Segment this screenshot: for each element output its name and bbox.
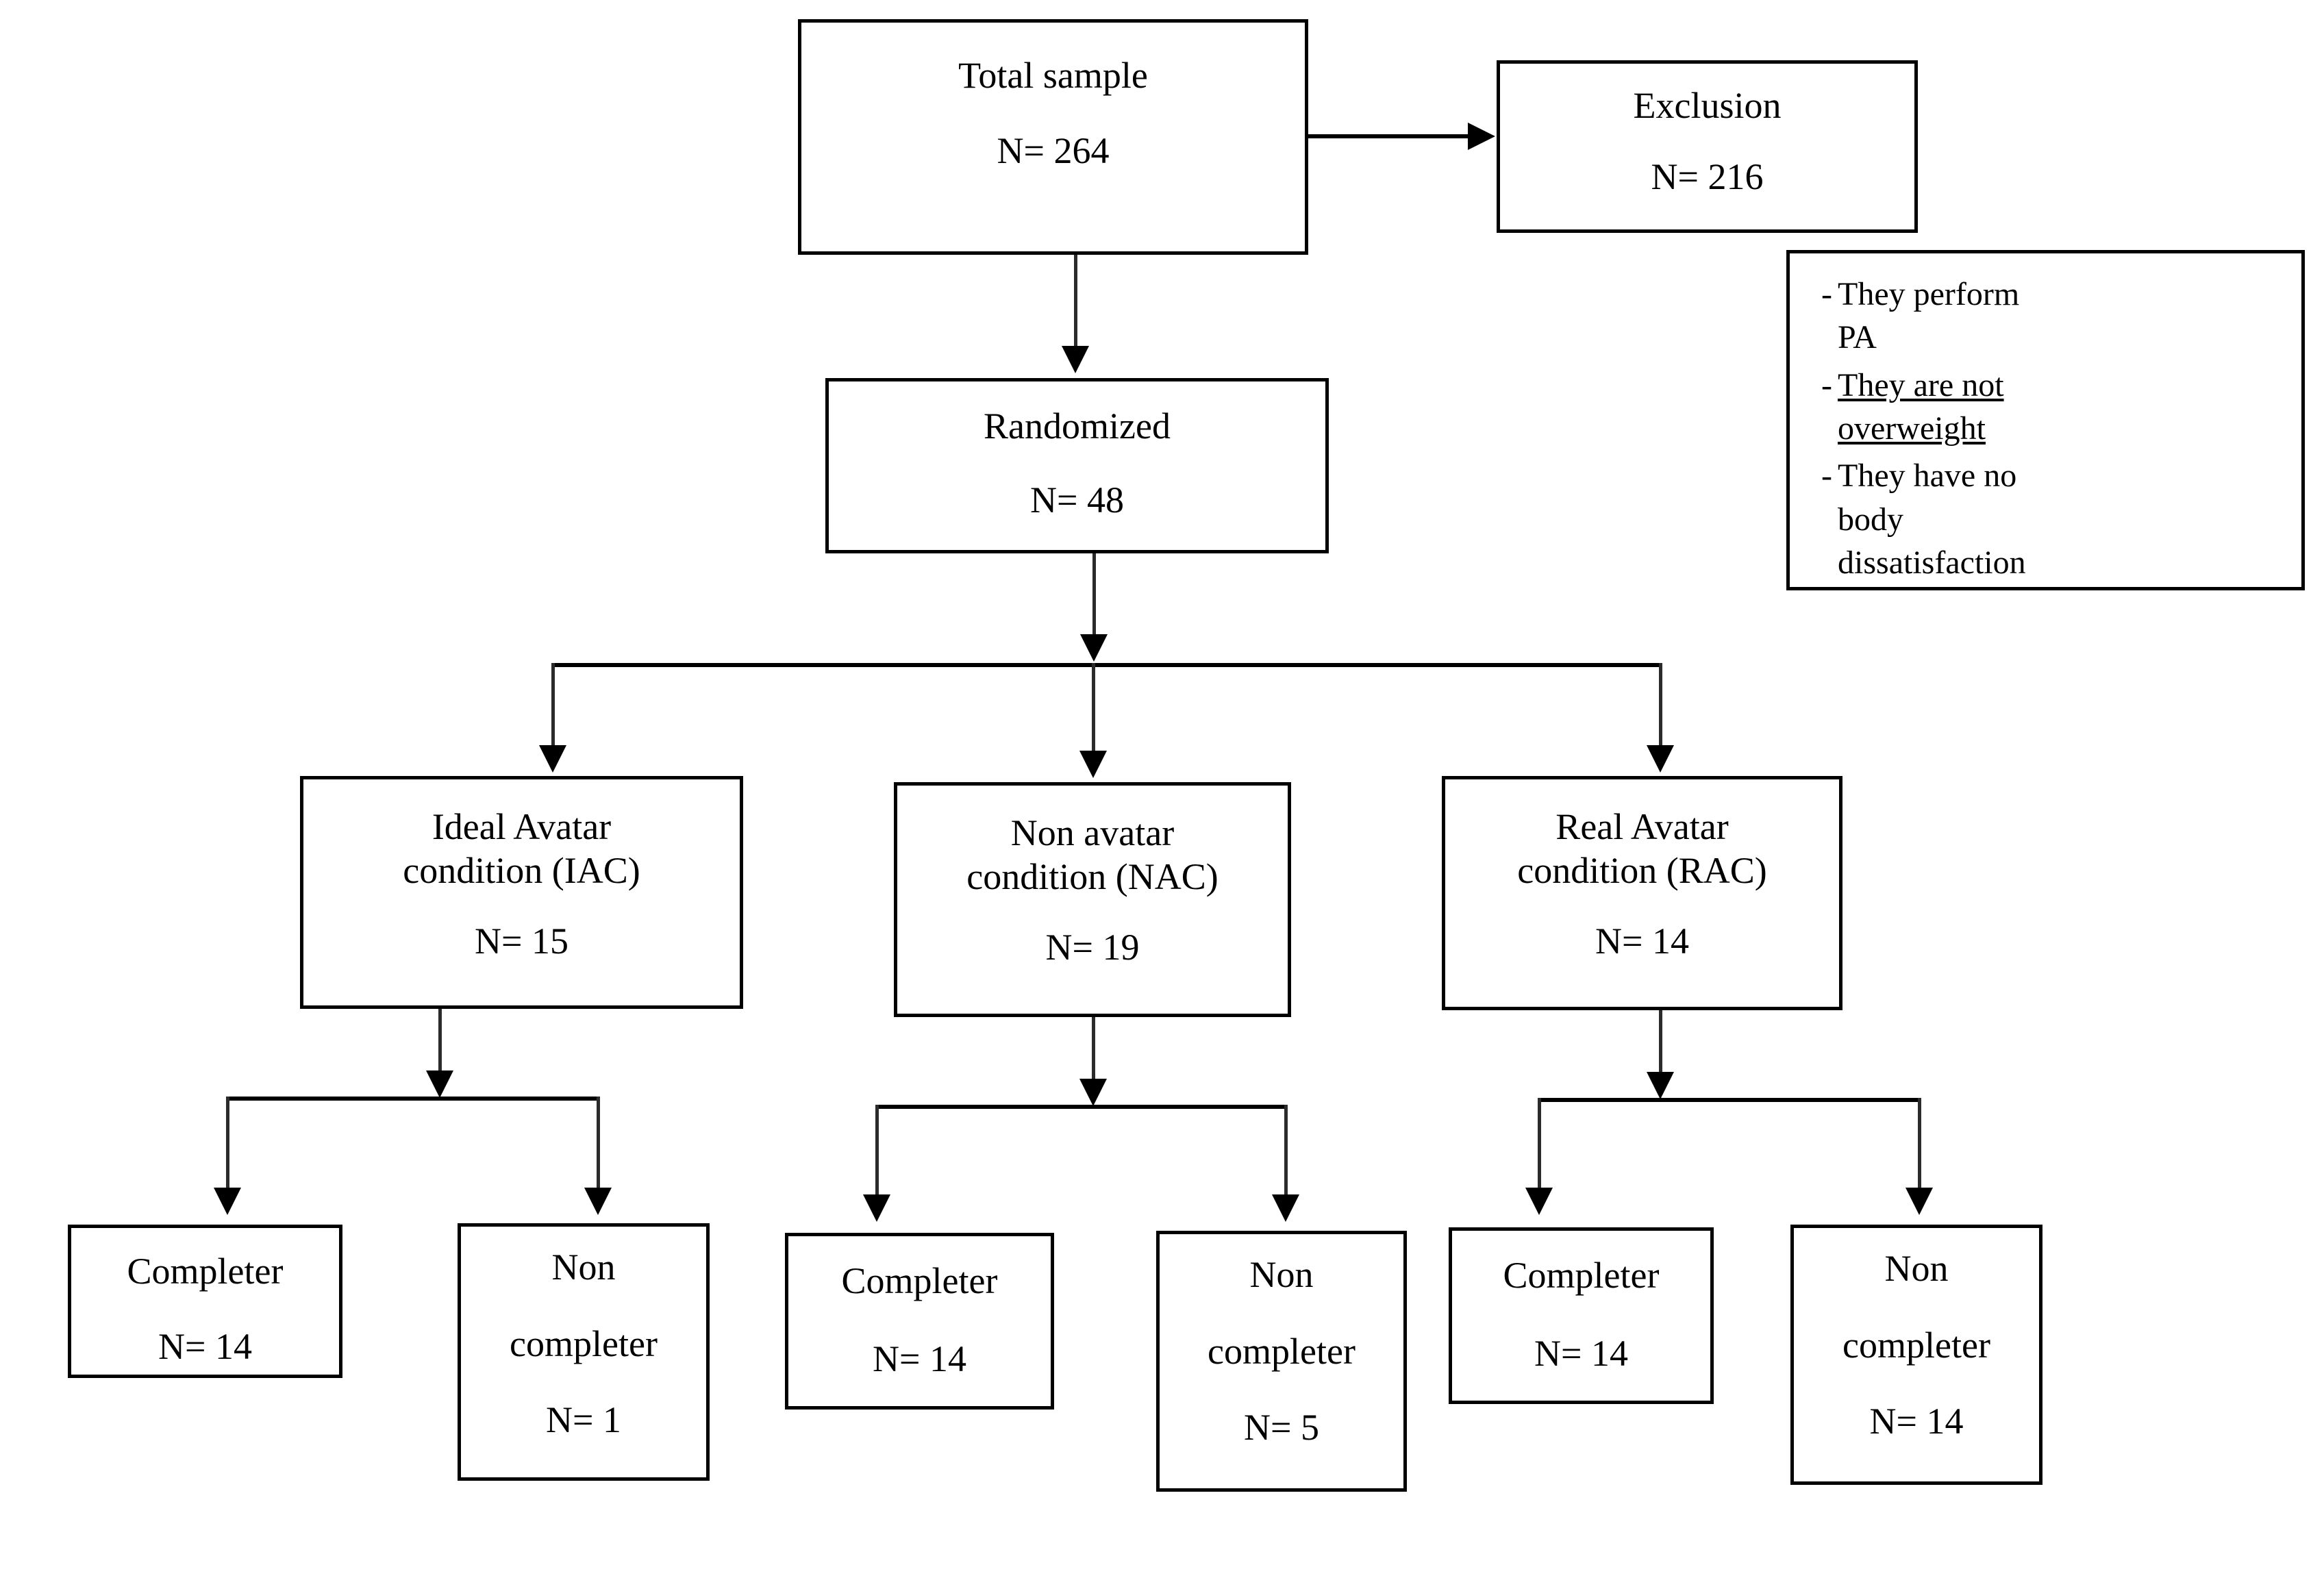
arrowhead-rac-to-completer: [1525, 1188, 1553, 1215]
node-nac-completer: Completer N= 14: [785, 1233, 1054, 1410]
connector-rac-to-completer: [1538, 1098, 1541, 1189]
connector-iac-to-completer: [226, 1097, 229, 1189]
arrowhead-iac-to-completer: [214, 1188, 241, 1215]
node-exclusion: Exclusion N= 216: [1497, 60, 1918, 233]
arrowhead-split-to-nac: [1079, 751, 1107, 778]
connector-split-to-rac: [1659, 663, 1662, 747]
node-ideal-avatar-condition: Ideal Avatar condition (IAC) N= 15: [300, 776, 743, 1009]
rac-noncompleter-label-line1: Non: [1884, 1248, 1949, 1289]
node-rac-completer: Completer N= 14: [1449, 1227, 1714, 1404]
criteria-item-3: - They have no body dissatisfaction: [1790, 454, 2295, 584]
arrowhead-iac-to-noncompleter: [584, 1188, 612, 1215]
iac-noncompleter-count: N= 1: [546, 1399, 621, 1441]
node-non-avatar-condition: Non avatar condition (NAC) N= 19: [894, 782, 1291, 1017]
arrowhead-split-to-rac: [1647, 745, 1674, 773]
bullet-dash-icon: -: [1821, 276, 1832, 312]
criteria-item-2: - They are not overweight: [1790, 364, 2295, 451]
connector-rac-to-noncompleter: [1918, 1098, 1921, 1189]
iac-label-line2: condition (IAC): [403, 849, 640, 891]
nac-noncompleter-label-line1: Non: [1249, 1254, 1314, 1295]
total-sample-count: N= 264: [997, 129, 1110, 171]
randomized-count: N= 48: [1030, 479, 1124, 521]
arrowhead-iac-stem: [426, 1070, 453, 1098]
nac-count: N= 19: [1045, 927, 1140, 968]
arrowhead-nac-to-completer: [863, 1194, 890, 1222]
connector-iac-split-bar: [226, 1097, 600, 1101]
nac-completer-label: Completer: [841, 1260, 998, 1301]
arrowhead-total-to-randomized: [1062, 346, 1089, 373]
bullet-dash-icon: -: [1821, 366, 1832, 403]
rac-completer-label: Completer: [1503, 1255, 1660, 1296]
node-iac-completer: Completer N= 14: [68, 1225, 342, 1378]
arrowhead-nac-to-noncompleter: [1272, 1194, 1299, 1222]
criteria-item-1-text: They perform PA: [1838, 276, 2020, 356]
nac-noncompleter-label-line2: completer: [1208, 1330, 1355, 1372]
node-nac-noncompleter: Non completer N= 5: [1156, 1231, 1407, 1492]
nac-noncompleter-count: N= 5: [1244, 1407, 1319, 1449]
connector-iac-stem: [438, 1009, 442, 1072]
exclusion-label: Exclusion: [1633, 85, 1782, 126]
criteria-item-2-text: They are not overweight: [1838, 366, 2004, 447]
connector-rac-stem: [1659, 1010, 1662, 1073]
node-iac-noncompleter: Non completer N= 1: [458, 1223, 710, 1481]
iac-noncompleter-label-line2: completer: [510, 1323, 658, 1364]
bullet-dash-icon: -: [1821, 458, 1832, 494]
node-randomized: Randomized N= 48: [825, 378, 1329, 553]
connector-nac-stem: [1092, 1017, 1095, 1080]
rac-noncompleter-label-line2: completer: [1842, 1324, 1990, 1366]
criteria-item-3-text: They have no body dissatisfaction: [1838, 458, 2026, 581]
rac-completer-count: N= 14: [1534, 1332, 1628, 1374]
total-sample-label: Total sample: [958, 55, 1148, 96]
criteria-item-1: - They perform PA: [1790, 273, 2295, 360]
connector-rac-split-bar: [1538, 1098, 1921, 1102]
nac-label-line1: Non avatar: [1010, 812, 1175, 853]
rac-label-line2: condition (RAC): [1517, 849, 1767, 891]
node-real-avatar-condition: Real Avatar condition (RAC) N= 14: [1442, 776, 1842, 1010]
exclusion-criteria-box: - They perform PA - They are not overwei…: [1786, 250, 2305, 590]
connector-total-to-randomized: [1074, 255, 1077, 347]
connector-split-to-nac: [1092, 663, 1095, 752]
connector-nac-split-bar: [875, 1105, 1288, 1109]
rac-label-line1: Real Avatar: [1555, 806, 1729, 847]
connector-split-to-iac: [551, 663, 555, 747]
iac-label-line1: Ideal Avatar: [432, 806, 612, 847]
node-rac-noncompleter: Non completer N= 14: [1790, 1225, 2042, 1485]
arrowhead-randomized-stem: [1080, 634, 1108, 662]
arrowhead-split-to-iac: [539, 745, 566, 773]
arrowhead-rac-stem: [1647, 1072, 1674, 1099]
iac-completer-label: Completer: [127, 1251, 284, 1292]
rac-noncompleter-count: N= 14: [1869, 1401, 1964, 1442]
connector-randomized-stem: [1092, 553, 1096, 636]
connector-split-bar-randomized: [551, 663, 1662, 667]
randomized-label: Randomized: [984, 405, 1171, 447]
iac-noncompleter-label-line1: Non: [551, 1247, 616, 1288]
nac-completer-count: N= 14: [873, 1338, 966, 1379]
rac-count: N= 14: [1595, 920, 1689, 962]
connector-total-to-exclusion: [1308, 134, 1469, 138]
arrowhead-total-to-exclusion: [1468, 123, 1495, 150]
iac-completer-count: N= 14: [158, 1325, 252, 1367]
connector-iac-to-noncompleter: [597, 1097, 600, 1189]
iac-count: N= 15: [475, 920, 568, 962]
node-total-sample: Total sample N= 264: [798, 19, 1308, 255]
connector-nac-to-noncompleter: [1284, 1105, 1288, 1196]
nac-label-line2: condition (NAC): [966, 855, 1219, 897]
connector-nac-to-completer: [875, 1105, 879, 1196]
arrowhead-nac-stem: [1079, 1079, 1107, 1106]
exclusion-count: N= 216: [1651, 155, 1764, 197]
arrowhead-rac-to-noncompleter: [1906, 1188, 1933, 1215]
